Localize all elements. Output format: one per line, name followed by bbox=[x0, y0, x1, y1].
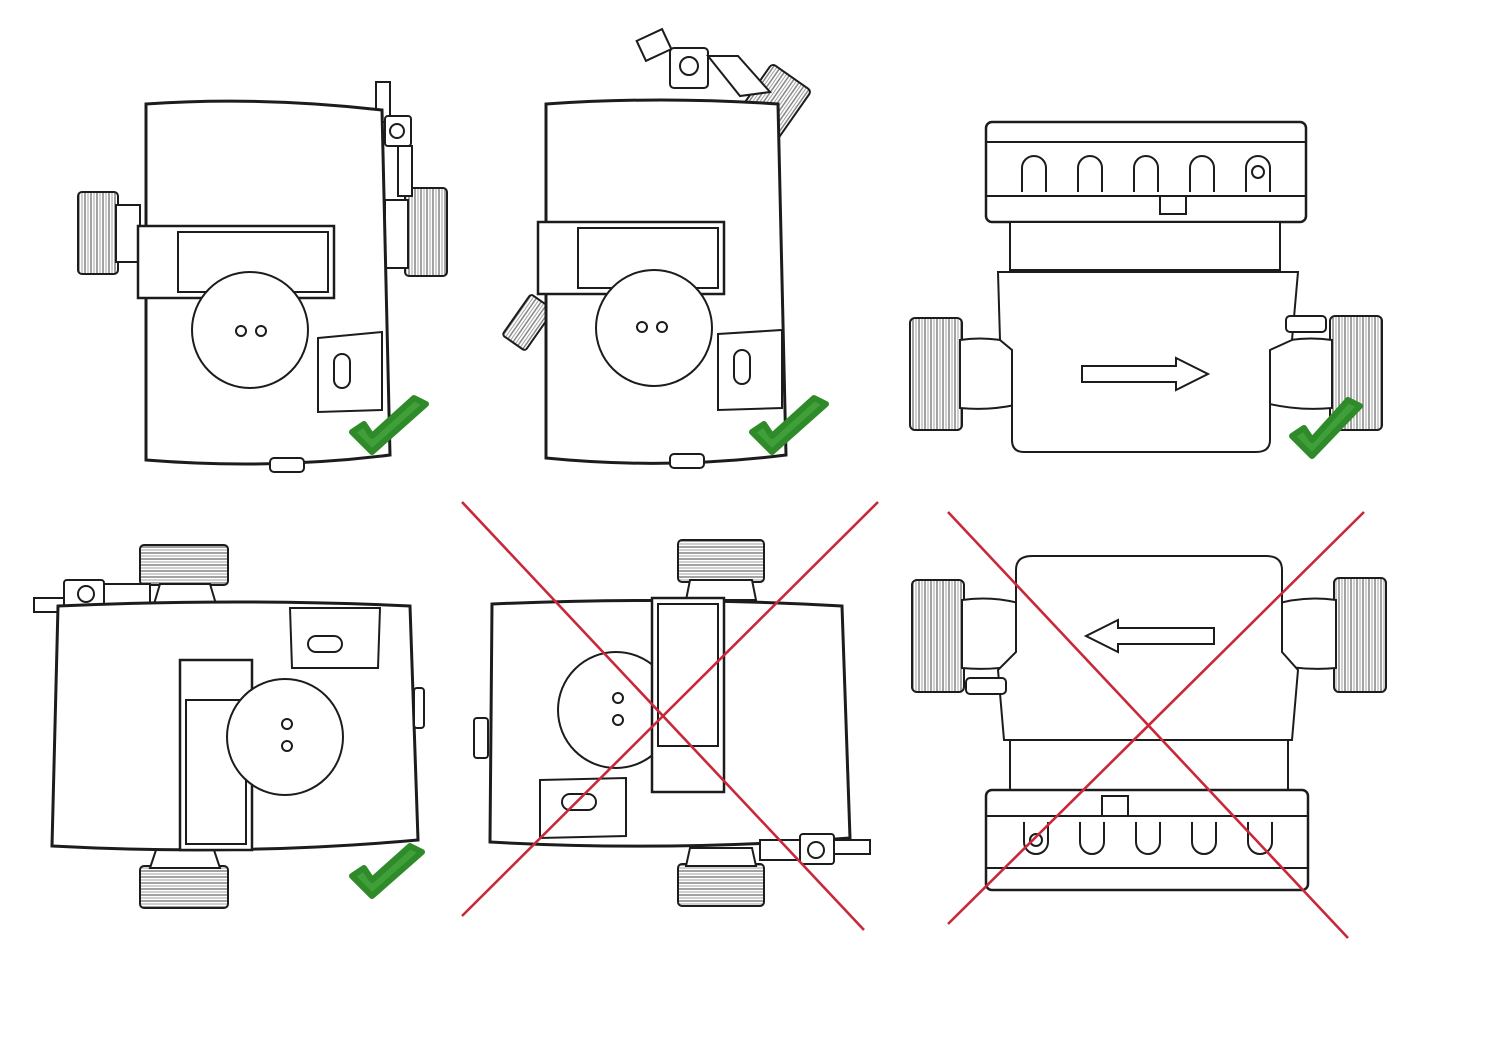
panel-meter-upright bbox=[77, 81, 448, 473]
red-x-cross-icon bbox=[947, 511, 1365, 939]
check-mark-icon bbox=[749, 395, 829, 455]
flow-direction-arrow-left bbox=[1083, 618, 1215, 654]
meter-housing bbox=[996, 271, 1300, 453]
red-x-cross-icon bbox=[461, 501, 879, 931]
flow-direction-arrow-right bbox=[1081, 356, 1211, 392]
panel-meter-side-flow-right bbox=[909, 120, 1383, 453]
check-mark-icon bbox=[349, 843, 425, 899]
check-mark-icon bbox=[349, 395, 429, 455]
pipe-thread-bottom bbox=[139, 865, 229, 909]
pipe-thread-left bbox=[911, 579, 965, 693]
pipe-thread-right bbox=[404, 187, 448, 277]
panel-meter-rotated-ok bbox=[33, 544, 425, 909]
pipe-thread-top bbox=[139, 544, 229, 586]
pipe-thread-bottom bbox=[677, 863, 765, 907]
pipe-thread-top bbox=[677, 539, 765, 583]
dial-circle bbox=[226, 678, 344, 796]
panel-meter-rotated-not-ok bbox=[473, 539, 871, 907]
check-mark-icon bbox=[1289, 397, 1363, 459]
panel-meter-side-upside-down bbox=[911, 555, 1387, 892]
pipe-thread-left bbox=[77, 191, 119, 275]
pipe-thread-left bbox=[909, 317, 963, 431]
panel-meter-tilted bbox=[502, 27, 811, 469]
pipe-thread-right bbox=[1333, 577, 1387, 693]
meter-housing bbox=[996, 555, 1300, 741]
dial-circle bbox=[191, 271, 309, 389]
